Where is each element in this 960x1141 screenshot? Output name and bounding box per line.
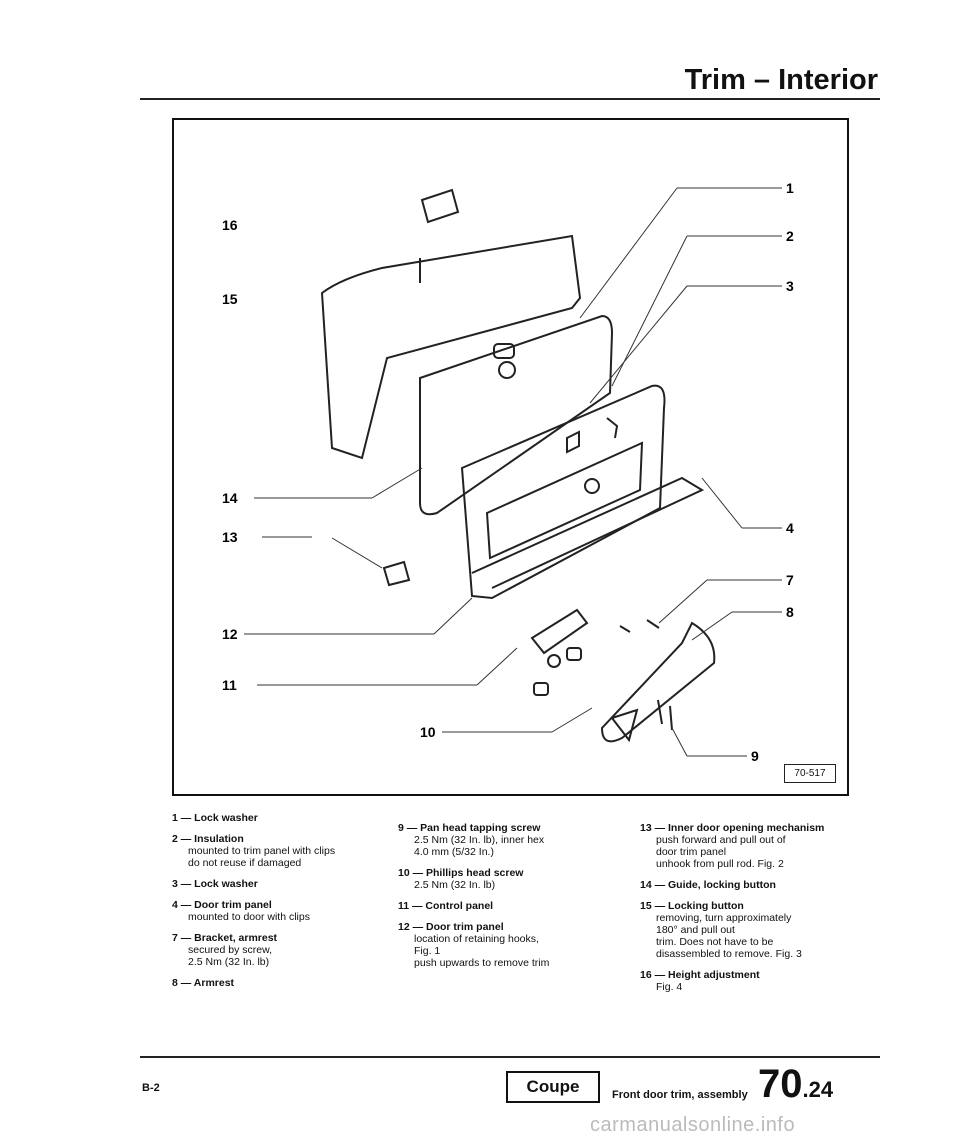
callout-10: 10 (420, 724, 436, 740)
legend-item-title: 13 — Inner door opening mechanism (640, 822, 825, 834)
insulation-sheet (419, 314, 614, 516)
legend-item-detail: secured by screw, (188, 944, 273, 956)
legend-item-detail: unhook from pull rod. Fig. 2 (656, 858, 784, 870)
control-panel (530, 608, 589, 655)
callout-4: 4 (786, 520, 794, 536)
legend-item-detail: removing, turn approximately (656, 912, 792, 924)
exploded-door-trim-diagram: 1 2 3 4 7 8 9 10 11 12 13 14 15 16 (222, 180, 794, 764)
callout-14: 14 (222, 490, 238, 506)
page-number: B-2 (142, 1082, 160, 1094)
legend-item: 3 — Lock washer (172, 878, 372, 890)
height-adjustment (420, 188, 460, 224)
legend-item: 14 — Guide, locking button (640, 879, 850, 891)
legend-item: 1 — Lock washer (172, 812, 372, 824)
legend-item-title: 1 — Lock washer (172, 812, 258, 824)
legend-item-detail: disassembled to remove. Fig. 3 (656, 948, 802, 960)
legend-item-detail: push forward and pull out of (656, 834, 786, 846)
legend-item-title: 12 — Door trim panel (398, 921, 504, 933)
legend-item-detail: location of retaining hooks, (414, 933, 539, 945)
door-opening-mechanism (382, 560, 411, 587)
legend-item-title: 8 — Armrest (172, 977, 235, 989)
legend-item: 11 — Control panel (398, 900, 608, 912)
section-number-major: 70 (758, 1062, 803, 1106)
legend-item-title: 4 — Door trim panel (172, 899, 272, 911)
legend-item-detail: 4.0 mm (5/32 In.) (414, 846, 494, 858)
armrest (600, 621, 716, 743)
door-frame-outline (320, 234, 582, 460)
legend-item-detail: 2.5 Nm (32 In. lb) (188, 956, 270, 968)
section-name: Front door trim, assembly (612, 1089, 748, 1101)
watermark: carmanualsonline.info (590, 1114, 796, 1136)
legend-item-title: 11 — Control panel (398, 900, 494, 912)
legend-item-detail: Fig. 4 (656, 981, 683, 993)
legend-item-detail: push upwards to remove trim (414, 957, 550, 969)
legend-item-title: 15 — Locking button (640, 900, 744, 912)
legend-item-detail: Fig. 1 (414, 945, 441, 957)
door-trim-panel (460, 384, 666, 600)
callout-16: 16 (222, 217, 238, 233)
bottom-rule (140, 1056, 880, 1058)
section-number-minor: .24 (802, 1077, 834, 1102)
legend-item-detail: mounted to trim panel with clips (188, 845, 336, 857)
callout-12: 12 (222, 626, 238, 642)
callout-2: 2 (786, 228, 794, 244)
section-number: 70.24 (758, 1062, 833, 1107)
legend-item-title: 2 — Insulation (172, 833, 244, 845)
legend-item-detail: do not reuse if damaged (188, 857, 302, 869)
figure-frame (172, 118, 849, 796)
legend-item-title: 16 — Height adjustment (640, 969, 760, 981)
top-rule (140, 98, 880, 100)
legend-item-detail: mounted to door with clips (188, 911, 310, 923)
legend-item: 8 — Armrest (172, 977, 372, 989)
legend-item-title: 9 — Pan head tapping screw (398, 822, 541, 834)
callout-11: 11 (222, 677, 237, 693)
callout-3: 3 (786, 278, 794, 294)
legend-item-title: 3 — Lock washer (172, 878, 258, 890)
callout-13: 13 (222, 529, 238, 545)
legend-item-detail: 180° and pull out (656, 924, 735, 936)
callout-1: 1 (786, 180, 794, 196)
legend-item-title: 10 — Phillips head screw (398, 867, 524, 879)
model-badge: Coupe (506, 1071, 600, 1103)
legend-item-title: 14 — Guide, locking button (640, 879, 776, 891)
legend-item-detail: 2.5 Nm (32 In. lb) (414, 879, 496, 891)
legend-item-title: 7 — Bracket, armrest (172, 932, 278, 944)
callout-9: 9 (751, 748, 759, 764)
figure-reference-code: 70-517 (784, 764, 836, 783)
page-title: Trim – Interior (684, 64, 878, 96)
callout-7: 7 (786, 572, 794, 588)
legend-item-detail: 2.5 Nm (32 In. lb), inner hex (414, 834, 545, 846)
legend-item-detail: trim. Does not have to be (656, 936, 774, 948)
legend-item-detail: door trim panel (656, 846, 727, 858)
callout-8: 8 (786, 604, 794, 620)
callout-15: 15 (222, 291, 238, 307)
